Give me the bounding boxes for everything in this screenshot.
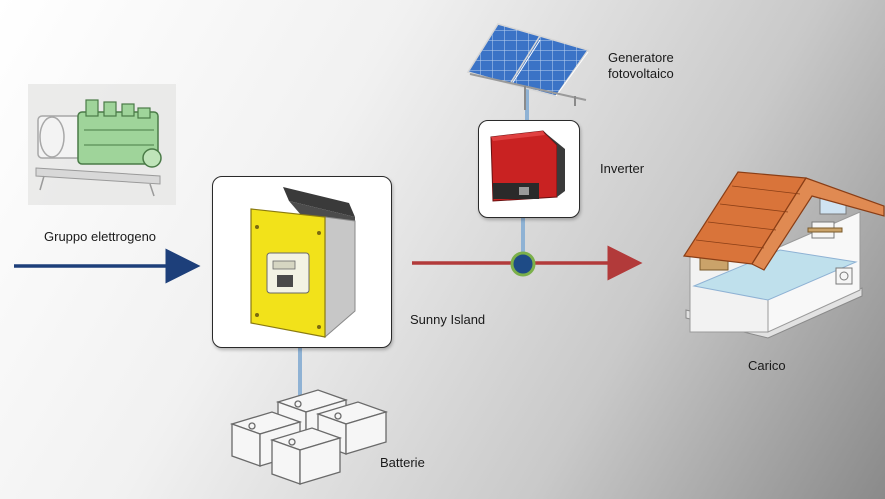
diesel-generator-icon: [28, 84, 176, 205]
house-icon: [682, 171, 885, 339]
sunny-island-label: Sunny Island: [410, 312, 486, 327]
inverter-icon: [490, 130, 565, 202]
batteries-label: Batterie: [380, 455, 425, 470]
load-label: Carico: [748, 358, 786, 373]
inverter-card[interactable]: [478, 120, 580, 218]
pv-generator-label: Generatore fotovoltaico: [608, 50, 674, 81]
generator-group-label: Gruppo elettrogeno: [44, 229, 157, 244]
sunny-island-card[interactable]: [212, 176, 392, 348]
junction-node-icon: [510, 251, 536, 277]
solar-panel-icon: [466, 23, 590, 110]
battery-bank-icon: [229, 389, 389, 485]
sunny-island-icon: [250, 187, 356, 339]
inverter-label: Inverter: [600, 161, 645, 176]
